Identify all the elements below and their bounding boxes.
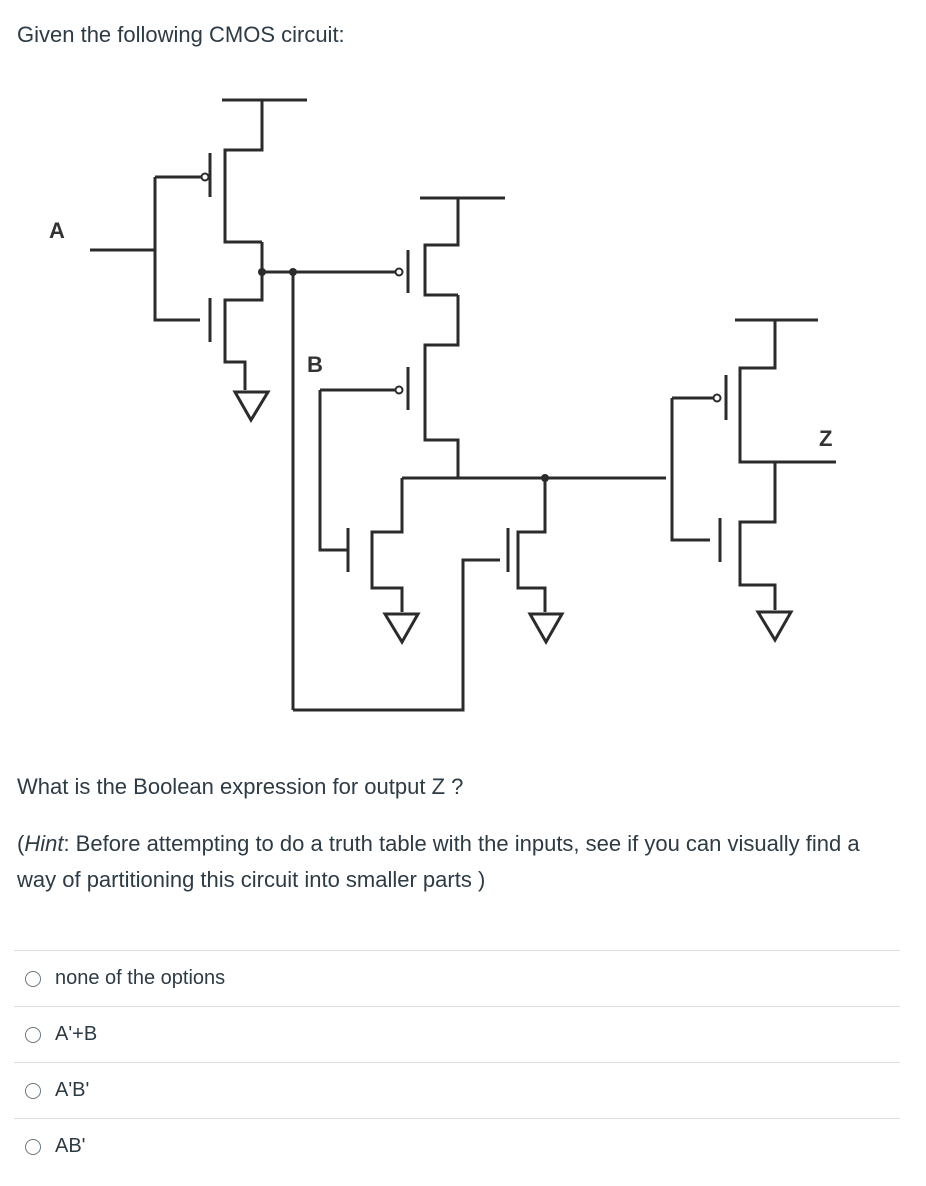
answer-label: A'+B [55, 1023, 98, 1045]
answer-option[interactable]: none of the options [14, 950, 900, 1006]
answer-option[interactable]: AB' [14, 1118, 900, 1174]
label-a: A [49, 218, 65, 243]
answer-label: A'B' [55, 1079, 90, 1101]
hint-word: Hint [24, 831, 64, 856]
question-intro: Given the following CMOS circuit: [17, 22, 345, 47]
label-b: B [307, 352, 323, 377]
label-z: Z [819, 426, 832, 451]
radio-button[interactable] [25, 1026, 41, 1043]
answer-label: none of the options [55, 967, 226, 989]
answer-label: AB' [55, 1135, 86, 1157]
radio-button[interactable] [25, 970, 41, 987]
inverter-z [670, 318, 836, 643]
question-hint: (Hint: Before attempting to do a truth t… [17, 826, 897, 898]
answer-option[interactable]: A'+B [14, 1006, 900, 1062]
cmos-circuit-diagram: A B Z [49, 98, 836, 712]
hint-text: : Before attempting to do a truth table … [17, 831, 860, 892]
answer-option[interactable]: A'B' [14, 1062, 900, 1118]
radio-button[interactable] [25, 1082, 41, 1099]
answer-list: none of the options A'+B A'B' AB' [14, 950, 900, 1174]
question-prompt: What is the Boolean expression for outpu… [17, 774, 464, 799]
nor-gate [318, 196, 565, 646]
inverter-a [90, 98, 307, 423]
radio-button[interactable] [25, 1138, 41, 1155]
hint-open: ( [17, 831, 25, 856]
